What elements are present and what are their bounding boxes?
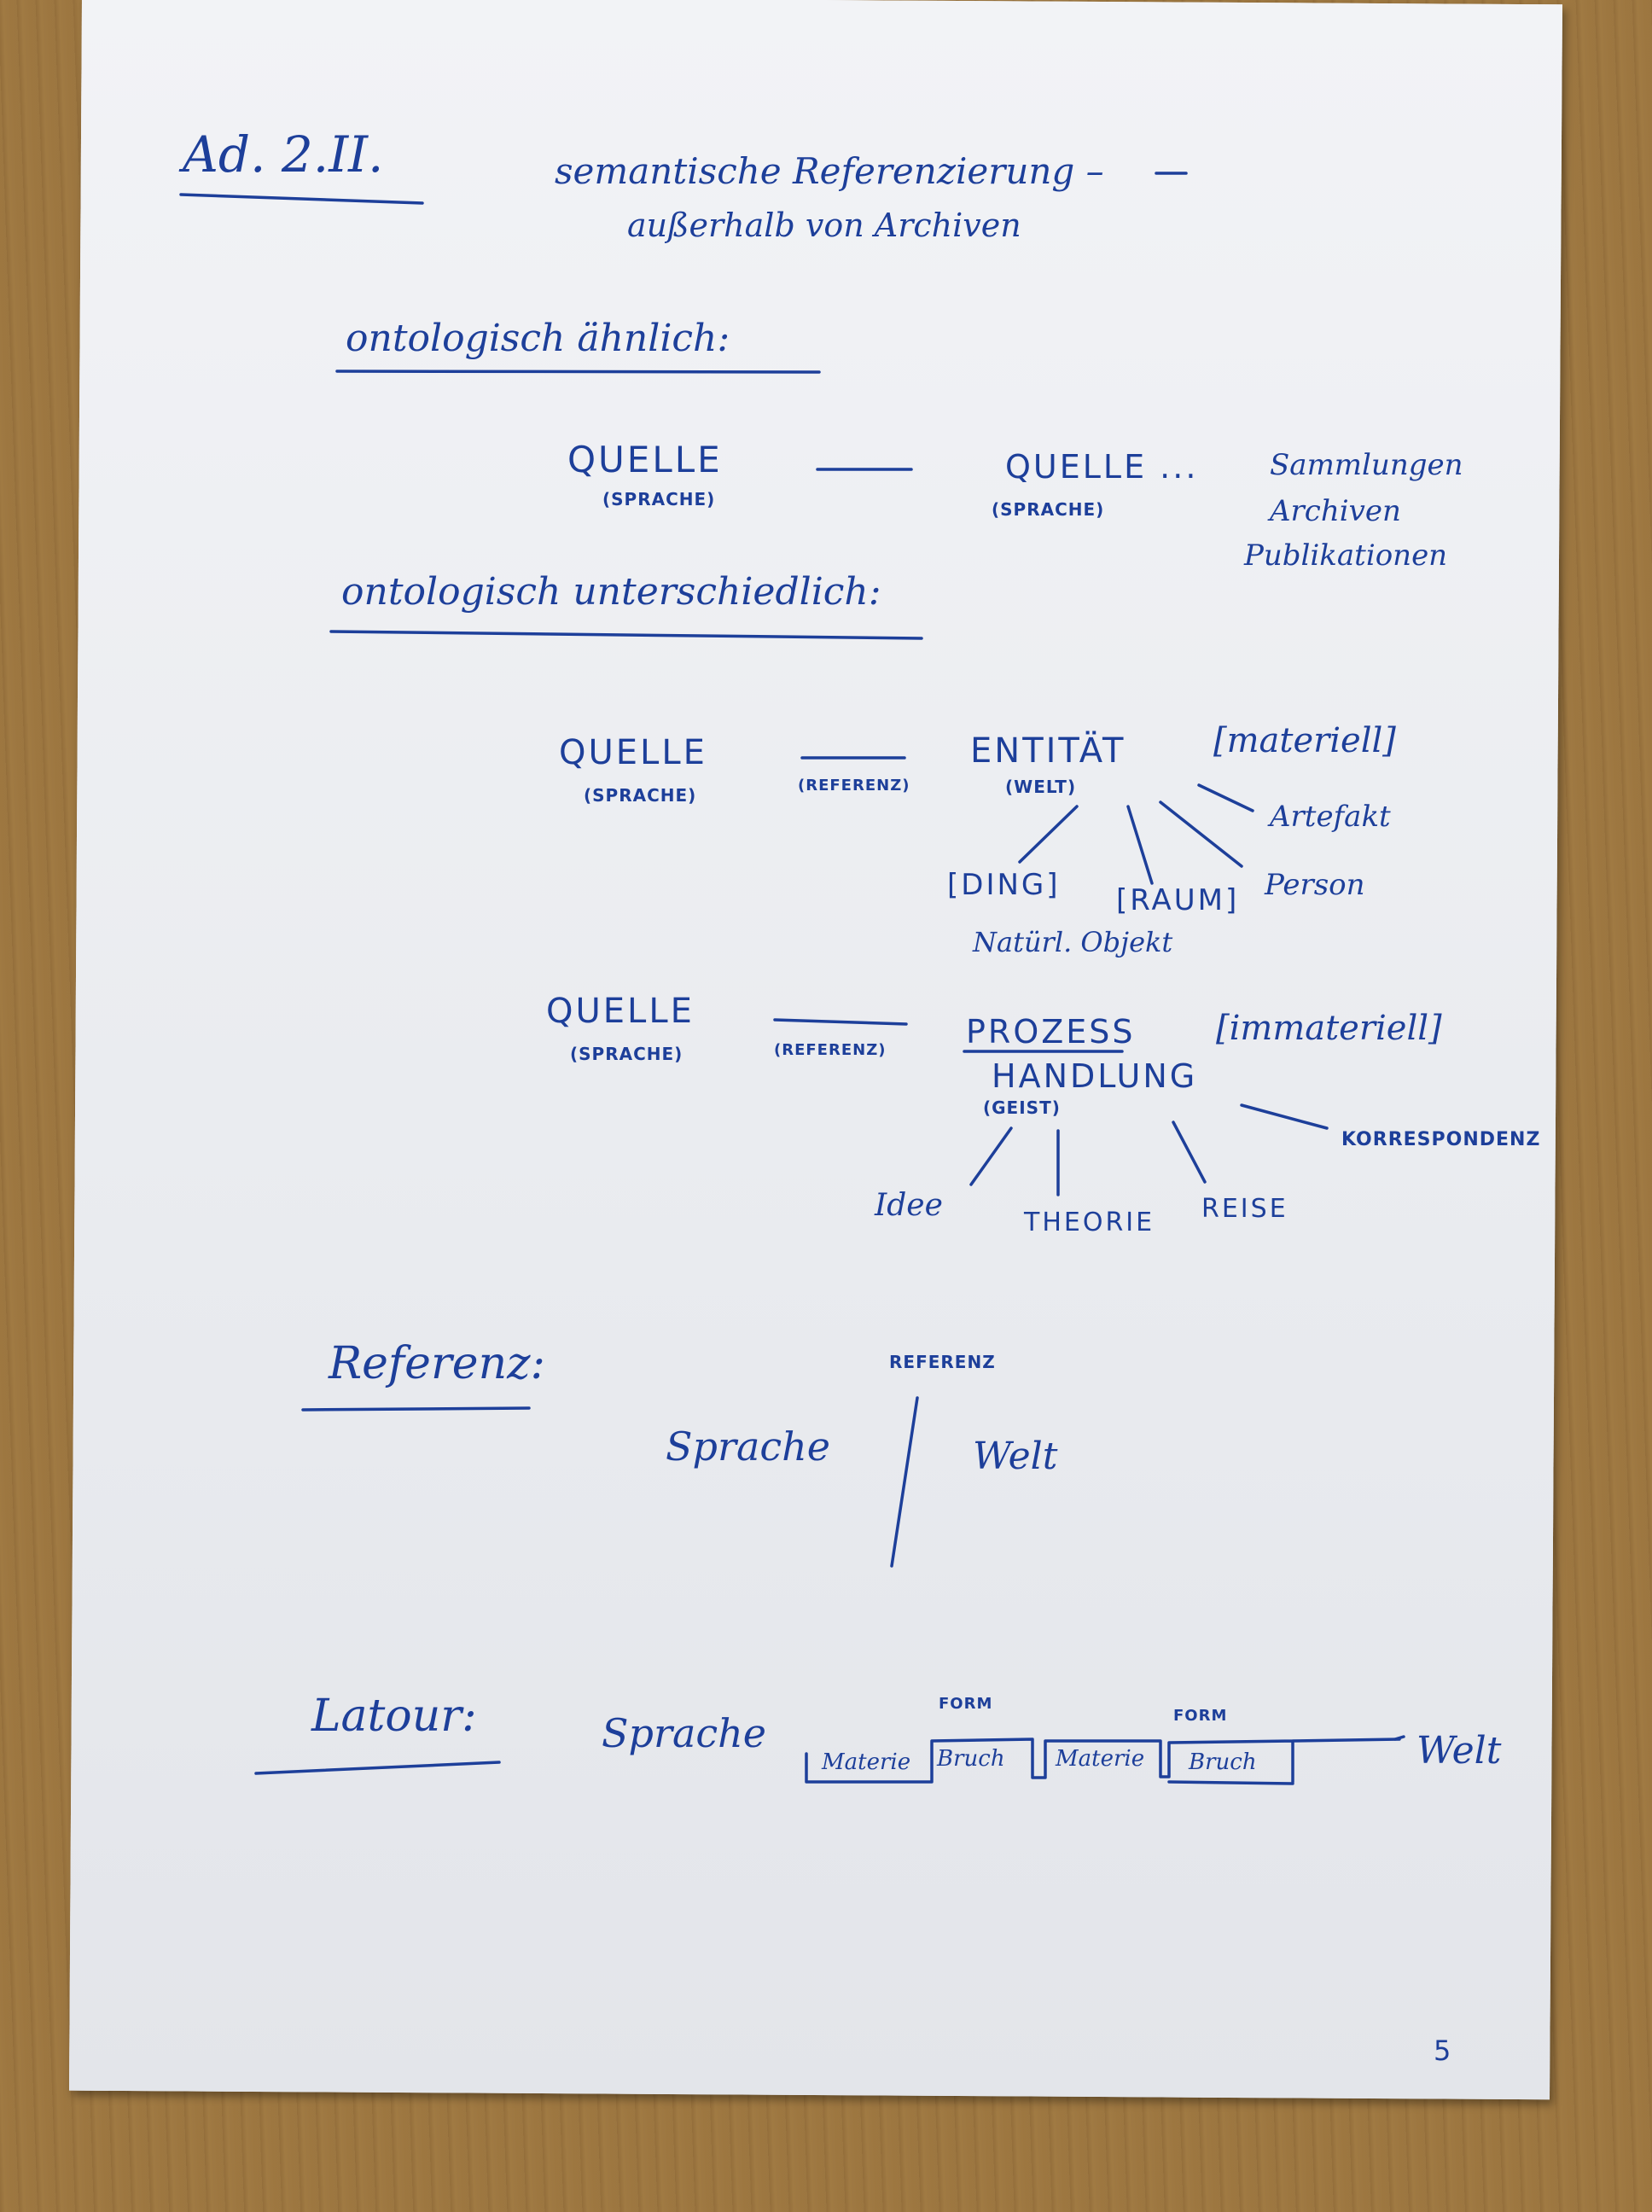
reference-left: Sprache	[666, 1423, 830, 1470]
immaterial-target-sub: (GEIST)	[983, 1097, 1061, 1118]
similar-item-1: Sammlungen	[1270, 448, 1463, 482]
page-title-line2: außerhalb von Archiven	[627, 207, 1021, 244]
material-qualifier: [materiell]	[1213, 721, 1396, 760]
material-child-ding: [DING]	[947, 868, 1061, 902]
material-child-artefakt: Artefakt	[1270, 800, 1391, 834]
material-source-sub: (SPRACHE)	[584, 785, 697, 806]
immaterial-qualifier: [immateriell]	[1216, 1009, 1442, 1048]
material-target: ENTITÄT	[970, 731, 1126, 771]
immaterial-child-idee: Idee	[875, 1188, 943, 1223]
reference-divider-label: REFERENZ	[889, 1352, 996, 1372]
material-source: QUELLE	[559, 733, 707, 772]
material-child-raum: [RAUM]	[1116, 883, 1240, 917]
similar-target: QUELLE ...	[1005, 448, 1199, 486]
similar-source-sub: (SPRACHE)	[602, 489, 716, 509]
material-target-sub: (WELT)	[1005, 777, 1077, 797]
latour-chain-1: Materie	[822, 1749, 911, 1775]
latour-heading: Latour:	[311, 1691, 477, 1742]
section-number: Ad. 2.II.	[183, 125, 384, 183]
immaterial-child-korrespondenz: KORRESPONDENZ	[1341, 1129, 1541, 1150]
latour-form-label-2: FORM	[1173, 1707, 1228, 1725]
latour-chain-2: Bruch	[937, 1746, 1005, 1772]
immaterial-target-line1: PROZESS	[966, 1013, 1136, 1051]
immaterial-link-label: (REFERENZ)	[774, 1041, 887, 1059]
page-title-line1: semantische Referenzierung –	[555, 150, 1104, 192]
similar-item-3: Publikationen	[1244, 538, 1448, 573]
similar-target-sub: (SPRACHE)	[992, 499, 1105, 520]
immaterial-child-theorie: THEORIE	[1024, 1208, 1155, 1237]
material-note: Natürl. Objekt	[973, 926, 1173, 958]
page-number: 5	[1434, 2034, 1451, 2067]
latour-chain-4: Bruch	[1189, 1749, 1257, 1775]
material-child-person: Person	[1265, 868, 1365, 902]
immaterial-target-line2: HANDLUNG	[992, 1057, 1198, 1095]
similar-heading: ontologisch ähnlich:	[346, 317, 730, 360]
similar-source: QUELLE	[567, 439, 723, 480]
material-link-label: (REFERENZ)	[798, 777, 910, 795]
latour-form-label-1: FORM	[939, 1695, 993, 1713]
reference-right: Welt	[973, 1435, 1058, 1478]
immaterial-child-reise: REISE	[1201, 1194, 1288, 1224]
different-heading: ontologisch unterschiedlich:	[341, 570, 881, 614]
latour-end: Welt	[1416, 1729, 1502, 1773]
immaterial-source: QUELLE	[546, 992, 695, 1031]
reference-heading: Referenz:	[329, 1338, 545, 1389]
immaterial-source-sub: (SPRACHE)	[570, 1044, 683, 1064]
similar-item-2: Archiven	[1270, 494, 1401, 528]
latour-chain-3: Materie	[1056, 1746, 1145, 1772]
latour-start: Sprache	[602, 1710, 766, 1756]
